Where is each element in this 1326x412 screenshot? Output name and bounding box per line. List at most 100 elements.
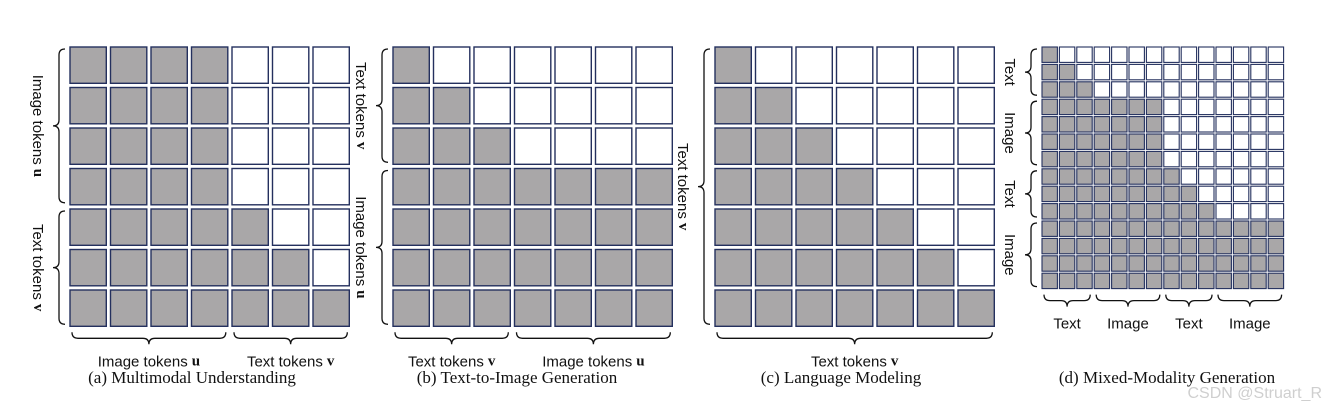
mask-cell-blocked: [1111, 46, 1128, 63]
mask-cell-attend: [1058, 203, 1076, 220]
mask-cell-attend: [1111, 237, 1128, 255]
mask-cell-attend: [392, 167, 430, 206]
mask-cell-attend: [1041, 116, 1058, 133]
panel-caption: (a) Multimodal Understanding: [88, 368, 296, 387]
mask-cell-blocked: [1163, 116, 1180, 133]
mask-cell-attend: [1093, 150, 1111, 168]
mask-cell-attend: [1232, 237, 1250, 255]
mask-cell-attend: [1145, 98, 1163, 116]
mask-cell-blocked: [1250, 150, 1267, 168]
mask-cell-blocked: [916, 86, 955, 125]
mask-cell-blocked: [916, 46, 955, 84]
mask-cell-attend: [1093, 168, 1111, 185]
mask-cell-attend: [1145, 133, 1163, 150]
mask-cell-attend: [714, 86, 752, 125]
mask-cell-blocked: [1232, 150, 1250, 168]
mask-cell-blocked: [1232, 203, 1250, 220]
row-group-brace: [1024, 222, 1038, 288]
mask-cell-blocked: [876, 167, 914, 206]
mask-cell-blocked: [1076, 63, 1093, 81]
mask-cell-blocked: [1215, 168, 1232, 185]
mask-cell-attend: [1093, 255, 1111, 272]
mask-cell-attend: [190, 127, 229, 165]
mask-cell-blocked: [1111, 63, 1128, 81]
mask-cell-blocked: [916, 167, 955, 206]
mask-cell-attend: [392, 208, 430, 246]
mask-cell-blocked: [1180, 116, 1198, 133]
mask-cell-attend: [1145, 255, 1163, 272]
mask-cell-blocked: [271, 46, 310, 84]
mask-cell-attend: [1180, 237, 1198, 255]
mask-cell-attend: [1111, 133, 1128, 150]
mask-cell-blocked: [1163, 63, 1180, 81]
column-group-label: Text: [1175, 316, 1203, 333]
mask-cell-attend: [635, 289, 673, 327]
mask-cell-attend: [109, 46, 148, 84]
mask-cell-attend: [1267, 220, 1285, 237]
mask-cell-attend: [109, 248, 148, 287]
row-group-label: Image: [1001, 112, 1018, 154]
mask-cell-blocked: [1198, 46, 1215, 63]
mask-cell-attend: [1076, 168, 1093, 185]
mask-cell-blocked: [1232, 81, 1250, 98]
mask-cell-attend: [150, 46, 188, 84]
column-group-brace: [1095, 294, 1161, 307]
mask-cell-attend: [1041, 185, 1058, 203]
mask-cell-attend: [1198, 255, 1215, 272]
mask-cell-attend: [1058, 63, 1076, 81]
mask-cell-blocked: [473, 86, 511, 125]
mask-cell-blocked: [1215, 203, 1232, 220]
row-group-label: Text tokensv: [352, 62, 369, 150]
mask-cell-blocked: [1198, 116, 1215, 133]
mask-cell-blocked: [957, 208, 995, 246]
mask-cell-blocked: [1180, 98, 1198, 116]
mask-cell-attend: [1093, 98, 1111, 116]
mask-cell-attend: [957, 289, 995, 327]
mask-cell-attend: [1058, 272, 1076, 290]
mask-cell-attend: [635, 248, 673, 287]
mask-cell-attend: [1058, 133, 1076, 150]
mask-cell-attend: [1145, 185, 1163, 203]
mask-grid: [714, 46, 995, 327]
mask-cell-attend: [1232, 220, 1250, 237]
mask-cell-attend: [876, 289, 914, 327]
row-group-label: Image tokensu: [352, 196, 369, 298]
mask-cell-attend: [69, 167, 107, 206]
mask-cell-blocked: [1128, 46, 1145, 63]
mask-cell-attend: [1058, 116, 1076, 133]
mask-cell-blocked: [1128, 63, 1145, 81]
mask-cell-attend: [1076, 220, 1093, 237]
mask-cell-attend: [1128, 255, 1145, 272]
mask-cell-blocked: [795, 86, 833, 125]
mask-cell-attend: [1041, 150, 1058, 168]
mask-cell-attend: [1145, 168, 1163, 185]
mask-cell-attend: [1076, 203, 1093, 220]
mask-cell-attend: [513, 167, 552, 206]
mask-cell-attend: [1111, 150, 1128, 168]
mask-cell-blocked: [635, 46, 673, 84]
mask-cell-attend: [594, 248, 633, 287]
mask-cell-blocked: [1232, 98, 1250, 116]
mask-cell-blocked: [1232, 116, 1250, 133]
mask-cell-attend: [594, 289, 633, 327]
mask-cell-attend: [69, 289, 107, 327]
mask-cell-attend: [1215, 272, 1232, 290]
mask-cell-attend: [1198, 272, 1215, 290]
mask-cell-blocked: [432, 46, 471, 84]
mask-cell-attend: [109, 289, 148, 327]
mask-cell-attend: [1111, 220, 1128, 237]
mask-cell-attend: [1128, 237, 1145, 255]
mask-cell-blocked: [1250, 98, 1267, 116]
mask-cell-attend: [1128, 185, 1145, 203]
mask-cell-attend: [1058, 150, 1076, 168]
mask-cell-attend: [1041, 168, 1058, 185]
mask-cell-blocked: [1250, 81, 1267, 98]
mask-cell-attend: [1041, 220, 1058, 237]
mask-cell-attend: [69, 208, 107, 246]
row-group-brace: [375, 48, 389, 163]
mask-cell-blocked: [1093, 63, 1111, 81]
mask-cell-blocked: [1180, 150, 1198, 168]
mask-cell-blocked: [835, 86, 874, 125]
